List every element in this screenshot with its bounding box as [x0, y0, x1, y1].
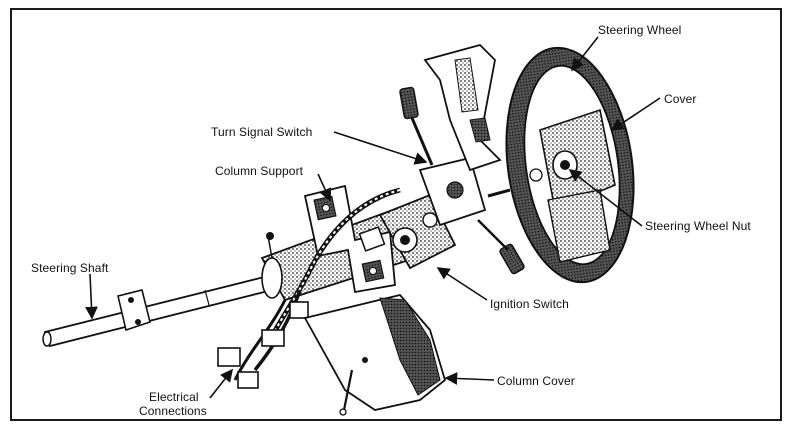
label-column-cover: Column Cover: [497, 374, 575, 388]
label-electrical-connections-line2: Connections: [139, 404, 207, 418]
diagram-border: [10, 8, 782, 421]
turn-signal-switch-part: [399, 86, 525, 275]
leader-column-support: [317, 173, 332, 202]
leader-ignition-switch: [436, 267, 488, 301]
upper-bracket-part: [423, 43, 502, 172]
label-steering-shaft: Steering Shaft: [31, 261, 109, 275]
steering-shaft-part: [42, 266, 306, 348]
leader-lines: [85, 36, 661, 399]
leader-steering-wheel: [571, 36, 599, 72]
leader-electrical-connections: [209, 368, 233, 399]
label-steering-wheel: Steering Wheel: [598, 23, 682, 37]
steering-wheel-part: [505, 46, 635, 284]
wiring-harness-part: [217, 187, 401, 389]
leader-cover: [610, 97, 661, 131]
label-ignition-switch: Ignition Switch: [490, 297, 569, 311]
label-cover: Cover: [664, 92, 697, 106]
label-electrical-connections-line1: Electrical: [149, 390, 199, 404]
label-steering-wheel-nut: Steering Wheel Nut: [645, 219, 751, 233]
leader-turn-signal-switch: [333, 131, 428, 165]
leader-column-cover: [444, 372, 495, 385]
leader-steering-shaft: [85, 273, 98, 320]
column-support-part: [303, 184, 396, 294]
label-column-support: Column Support: [215, 164, 304, 178]
column-cover-part: [303, 293, 447, 416]
leader-steering-wheel-nut: [568, 169, 643, 227]
label-turn-signal-switch: Turn Signal Switch: [211, 125, 313, 139]
